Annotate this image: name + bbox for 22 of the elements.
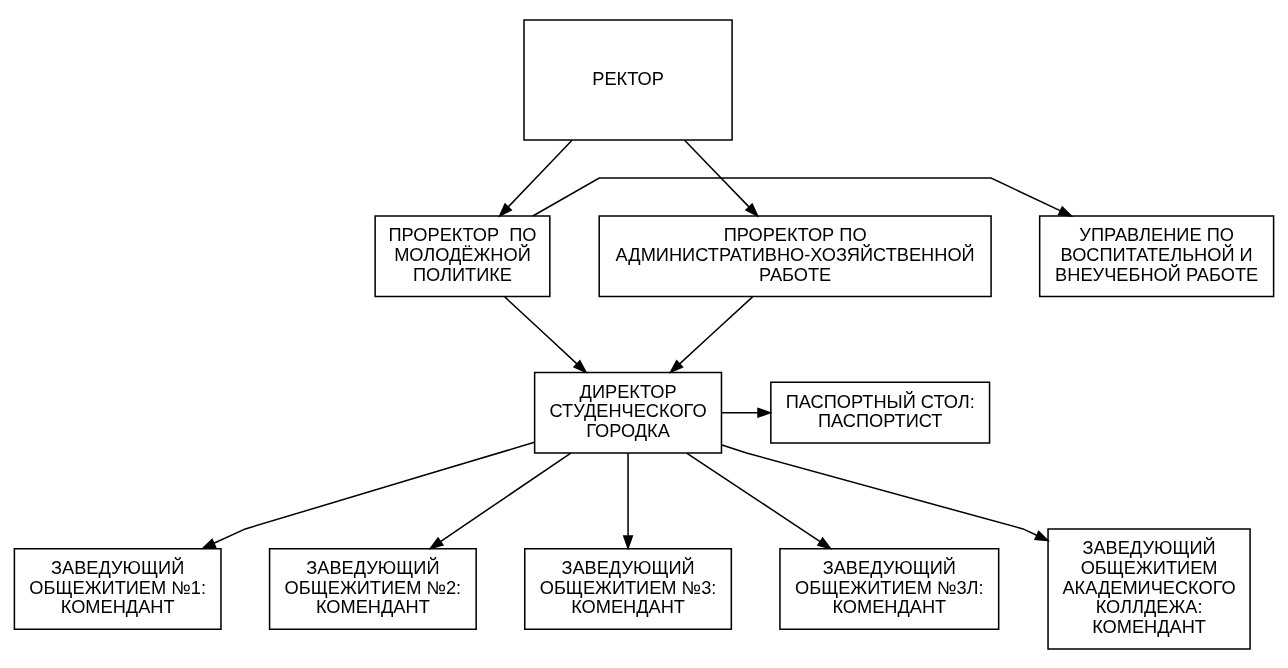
- arrow: [721, 443, 1050, 541]
- node-box: ЗАВЕДУЮЩИЙ ОБЩЕЖИТИЕМ №2: КОМЕНДАНТ: [268, 547, 477, 630]
- arrow: [428, 451, 572, 550]
- node-box: РЕКТОР: [523, 18, 733, 141]
- node-box: ЗАВЕДУЮЩИЙ ОБЩЕЖИТИЕМ №3Л: КОМЕНДАНТ: [779, 547, 1000, 630]
- node-box: ДИРЕКТОР СТУДЕНЧЕСКОГО ГОРОДКА: [533, 371, 723, 454]
- node-box: ЗАВЕДУЮЩИЙ ОБЩЕЖИТИЕМ АКАДЕМИЧЕСКОГО КОЛЛДЕЖА: КОМЕНДАНТ: [1047, 527, 1251, 650]
- arrow: [721, 406, 773, 418]
- node-box: ПРОРЕКТОР ПО МОЛОДЁЖНОЙ ПОЛИТИКЕ: [374, 214, 551, 297]
- arrow: [685, 451, 833, 550]
- node-box: ЗАВЕДУЮЩИЙ ОБЩЕЖИТИЕМ №3: КОМЕНДАНТ: [524, 547, 733, 630]
- arrow: [498, 138, 573, 217]
- arrow: [622, 451, 634, 550]
- arrow: [683, 138, 760, 217]
- node-box: ЗАВЕДУЮЩИЙ ОБЩЕЖИТИЕМ №1: КОМЕНДАНТ: [13, 547, 222, 630]
- arrow: [200, 441, 536, 549]
- node-box: УПРАВЛЕНИЕ ПО ВОСПИТАТЕЛЬНОЙ И ВНЕУЧЕБНОЙ РАБОТЕ: [1038, 214, 1275, 297]
- node-box: ПРОРЕКТОР ПО АДМИНИСТРАТИВНО-ХОЗЯЙСТВЕННОЙ РАБОТЕ: [598, 214, 992, 297]
- arrow: [668, 295, 754, 374]
- node-box: ПАСПОРТНЫЙ СТОЛ: ПАСПОРТИСТ: [770, 381, 991, 444]
- arrow: [503, 295, 588, 374]
- arrow: [532, 176, 1074, 217]
